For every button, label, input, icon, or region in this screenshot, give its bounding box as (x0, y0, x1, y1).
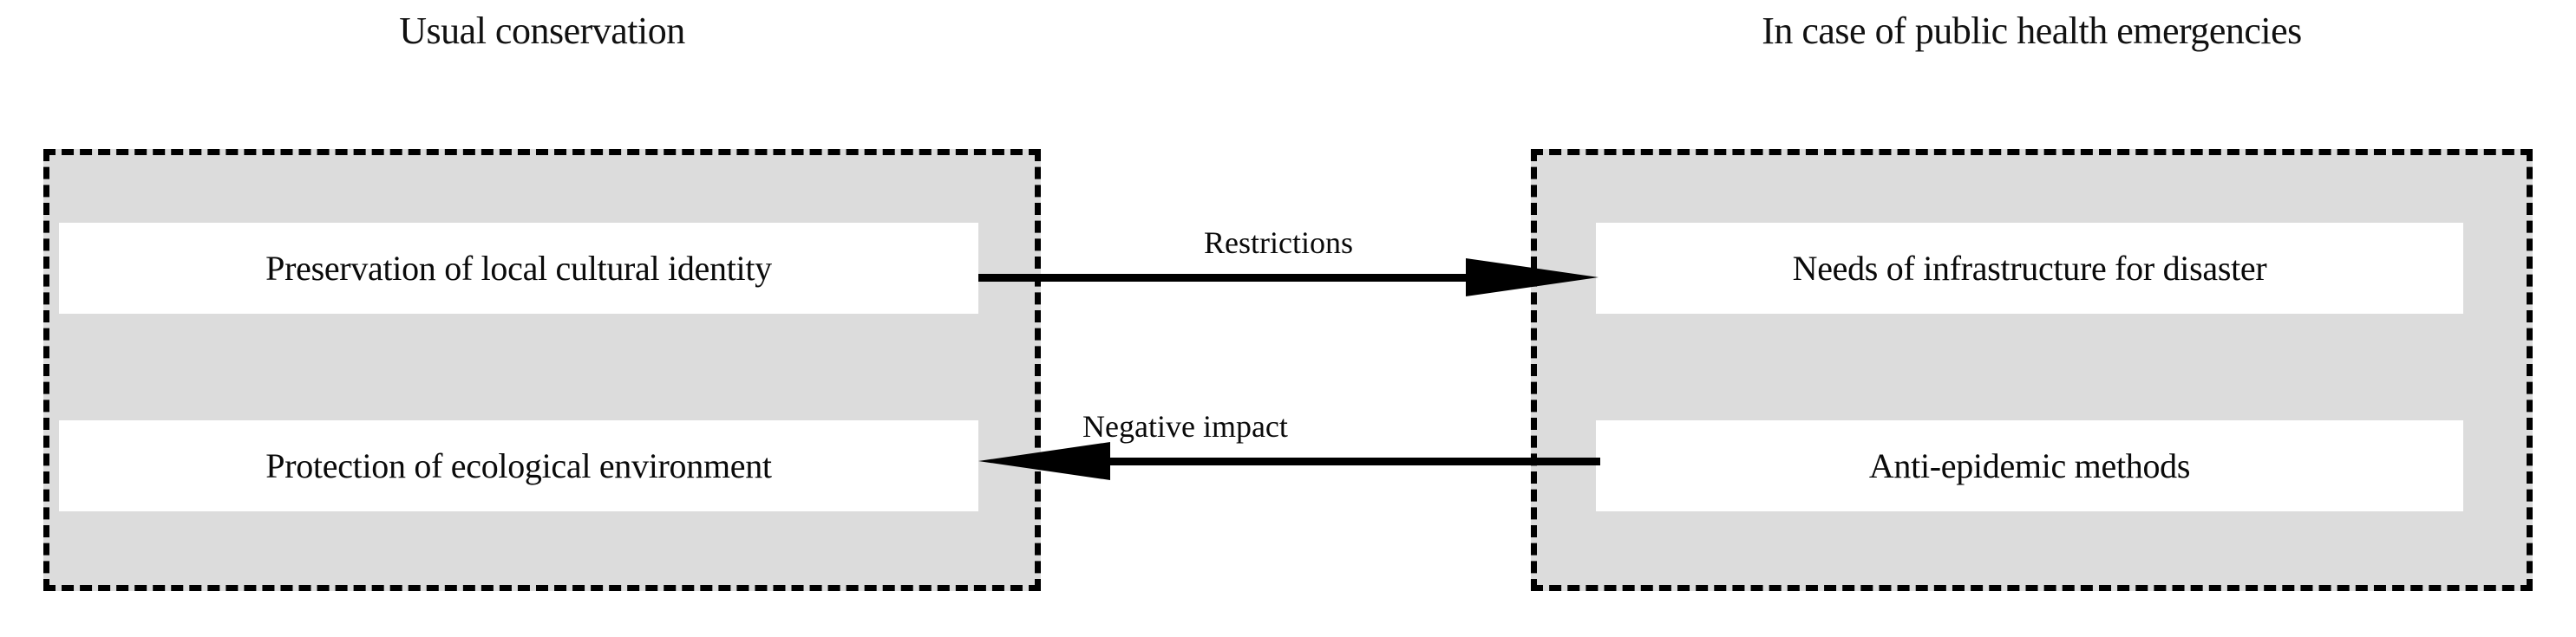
panel-title-left: Usual conservation (399, 10, 685, 52)
panel-public-health-emergencies (1531, 149, 2533, 591)
node-preservation-local-cultural-identity: Preservation of local cultural identity (59, 223, 978, 314)
connector-restrictions-icon (978, 258, 1599, 296)
panel-usual-conservation (43, 149, 1041, 591)
node-protection-ecological-environment: Protection of ecological environment (59, 420, 978, 511)
node-needs-infrastructure-disaster: Needs of infrastructure for disaster (1596, 223, 2463, 314)
connector-label-negative-impact: Negative impact (1082, 409, 1288, 444)
connector-negative-impact-icon (978, 442, 1600, 480)
node-anti-epidemic-methods: Anti-epidemic methods (1596, 420, 2463, 511)
panel-title-right: In case of public health emergencies (1762, 10, 2302, 52)
connector-label-restrictions: Restrictions (1204, 225, 1353, 260)
